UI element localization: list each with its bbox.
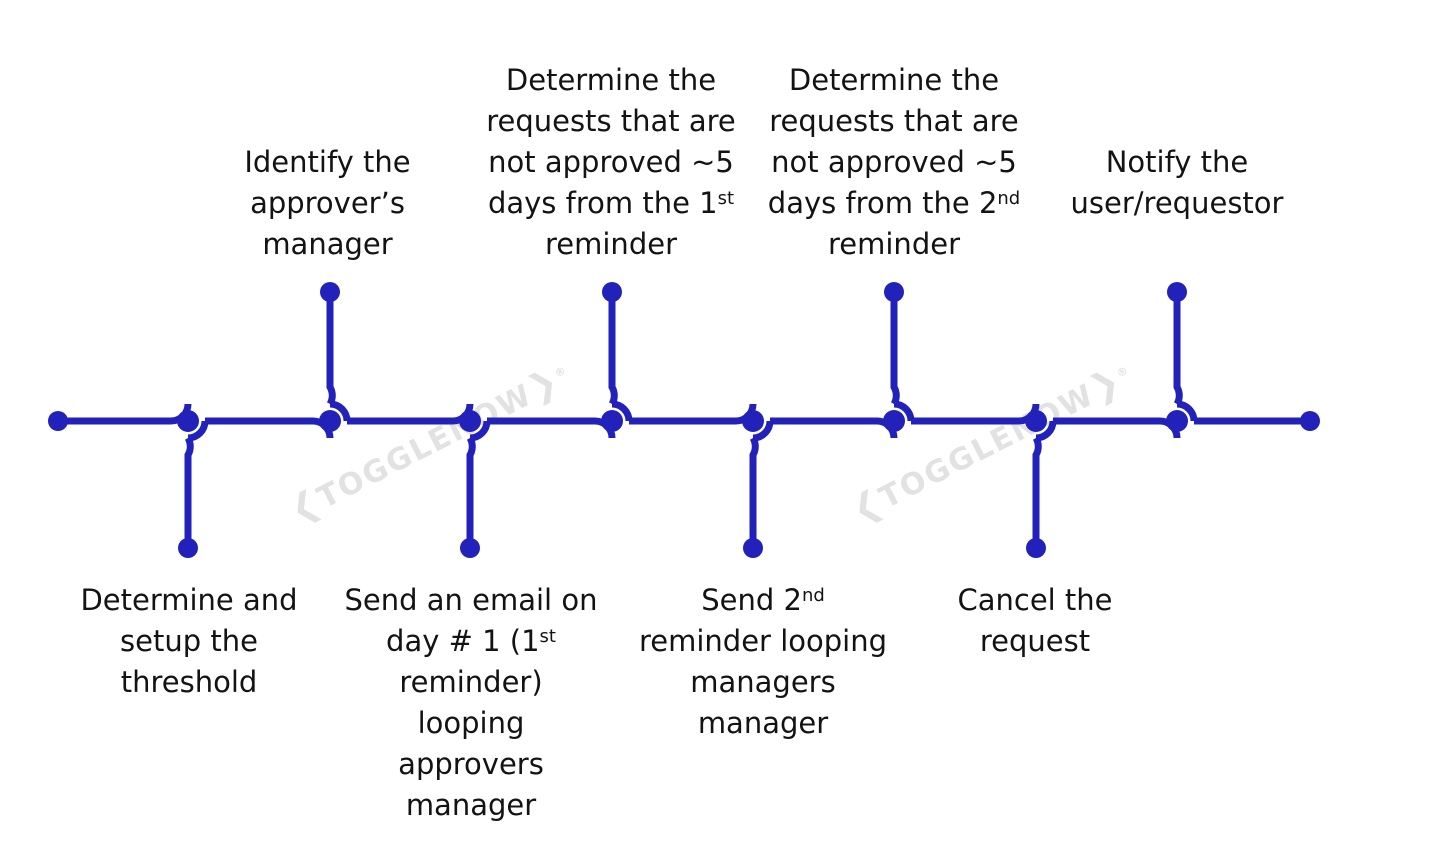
timeline-nodes — [177, 410, 1188, 432]
timeline-axis — [48, 400, 1320, 442]
timeline-branches — [178, 282, 1187, 558]
